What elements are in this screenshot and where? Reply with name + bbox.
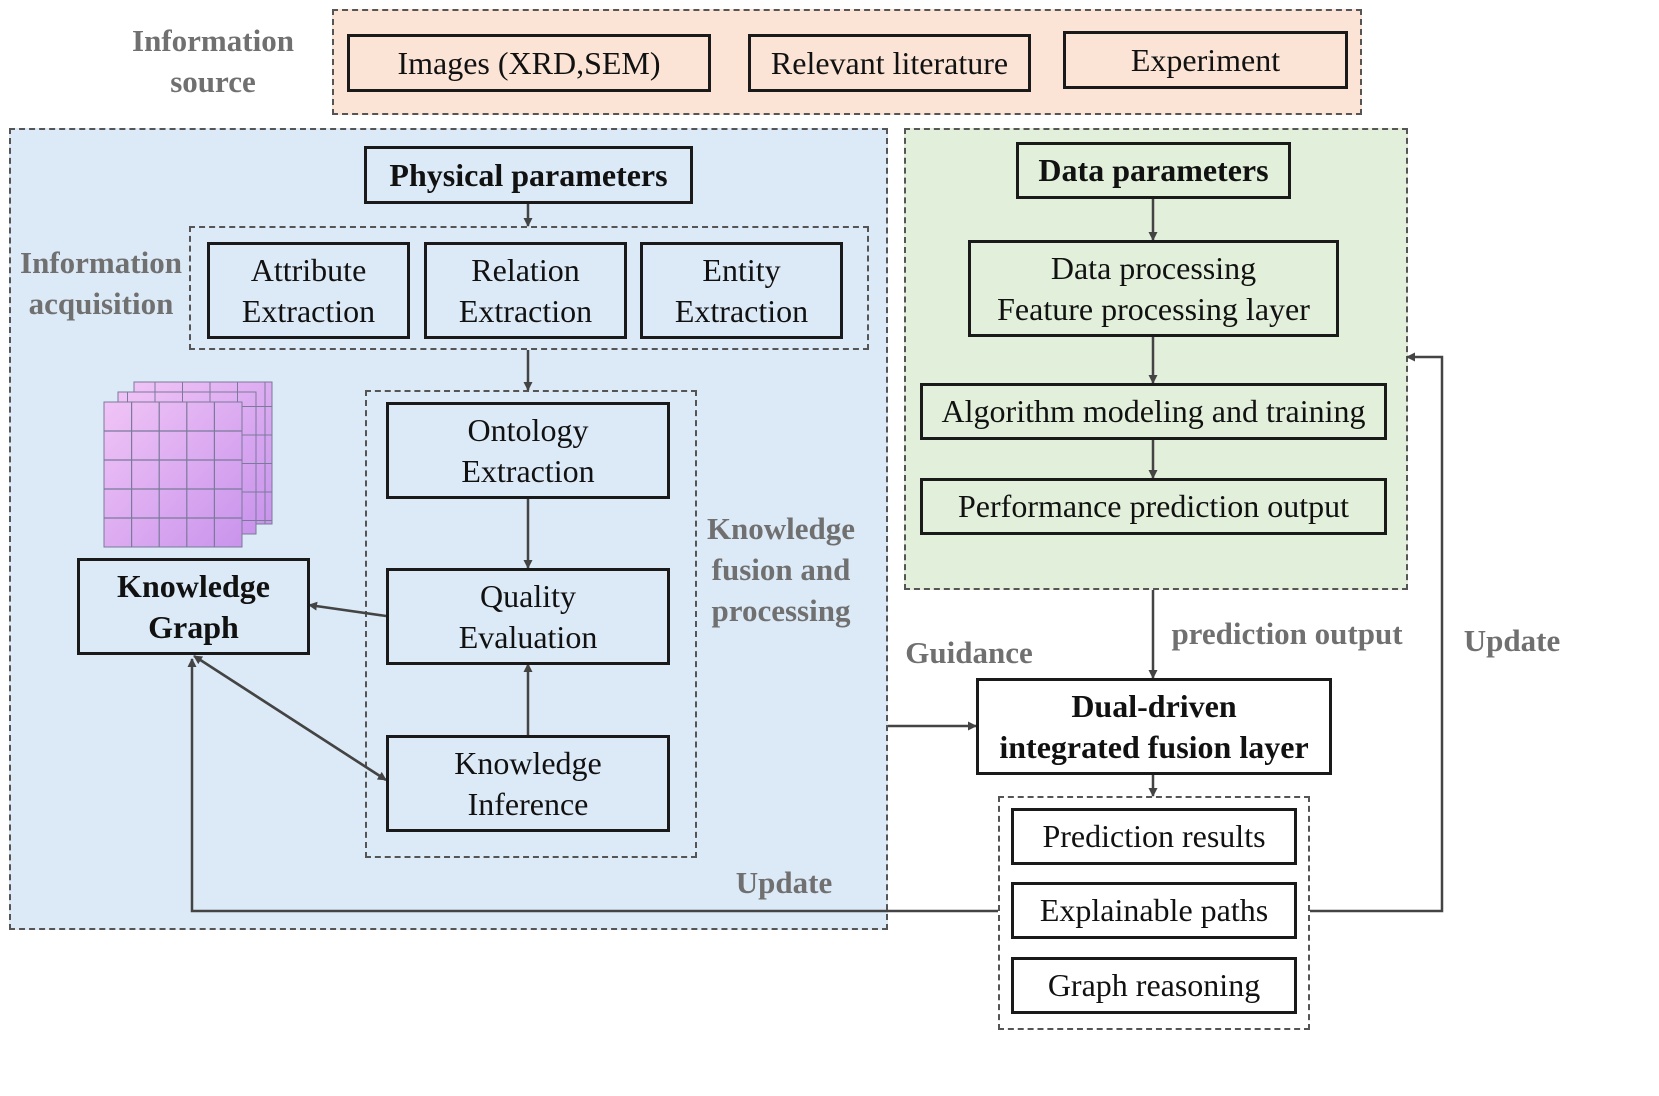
attribute-extraction-box: Attribute Extraction	[207, 242, 410, 339]
ontology-extraction-box: Ontology Extraction	[386, 402, 670, 499]
arrow-update-bottom	[187, 658, 998, 913]
update-right-label: Update	[1463, 623, 1561, 658]
graph-reasoning-box: Graph reasoning	[1011, 957, 1297, 1014]
prediction-results-box: Prediction results	[1011, 808, 1297, 865]
entity-extraction-box: Entity Extraction	[640, 242, 843, 339]
information-acquisition-region	[189, 226, 869, 350]
information-acquisition-label: Information acquisition	[20, 245, 182, 321]
images-xrd-sem-box: Images (XRD,SEM)	[347, 34, 711, 92]
knowledge-graph-box: Knowledge Graph	[77, 558, 310, 655]
relation-extraction-box: Relation Extraction	[424, 242, 627, 339]
algorithm-modeling-box: Algorithm modeling and training	[920, 383, 1387, 440]
quality-evaluation-box: Quality Evaluation	[386, 568, 670, 665]
arrow-update-right	[1310, 352, 1444, 913]
fusion-outputs-region	[998, 796, 1310, 1030]
data-parameters-box: Data parameters	[1016, 142, 1291, 199]
performance-prediction-box: Performance prediction output	[920, 478, 1387, 535]
update-bottom-label: Update	[735, 865, 833, 900]
relevant-literature-box: Relevant literature	[748, 34, 1031, 92]
physical-parameters-box: Physical parameters	[364, 146, 693, 204]
arrow-quality-to-graph	[308, 601, 387, 618]
dual-driven-fusion-box: Dual-driven integrated fusion layer	[976, 678, 1332, 775]
data-processing-box: Data processing Feature processing layer	[968, 240, 1339, 337]
matrix-stack-icon	[103, 381, 273, 548]
knowledge-fusion-label: Knowledge fusion and processing	[706, 511, 856, 628]
knowledge-fusion-region	[365, 390, 697, 858]
knowledge-inference-box: Knowledge Inference	[386, 735, 670, 832]
prediction-output-label: prediction output	[1171, 616, 1403, 651]
experiment-box: Experiment	[1063, 31, 1348, 89]
guidance-label: Guidance	[905, 635, 1033, 670]
explainable-paths-box: Explainable paths	[1011, 882, 1297, 939]
information-source-label: Information source	[132, 23, 294, 99]
arrow-inference-to-graph	[193, 654, 387, 782]
